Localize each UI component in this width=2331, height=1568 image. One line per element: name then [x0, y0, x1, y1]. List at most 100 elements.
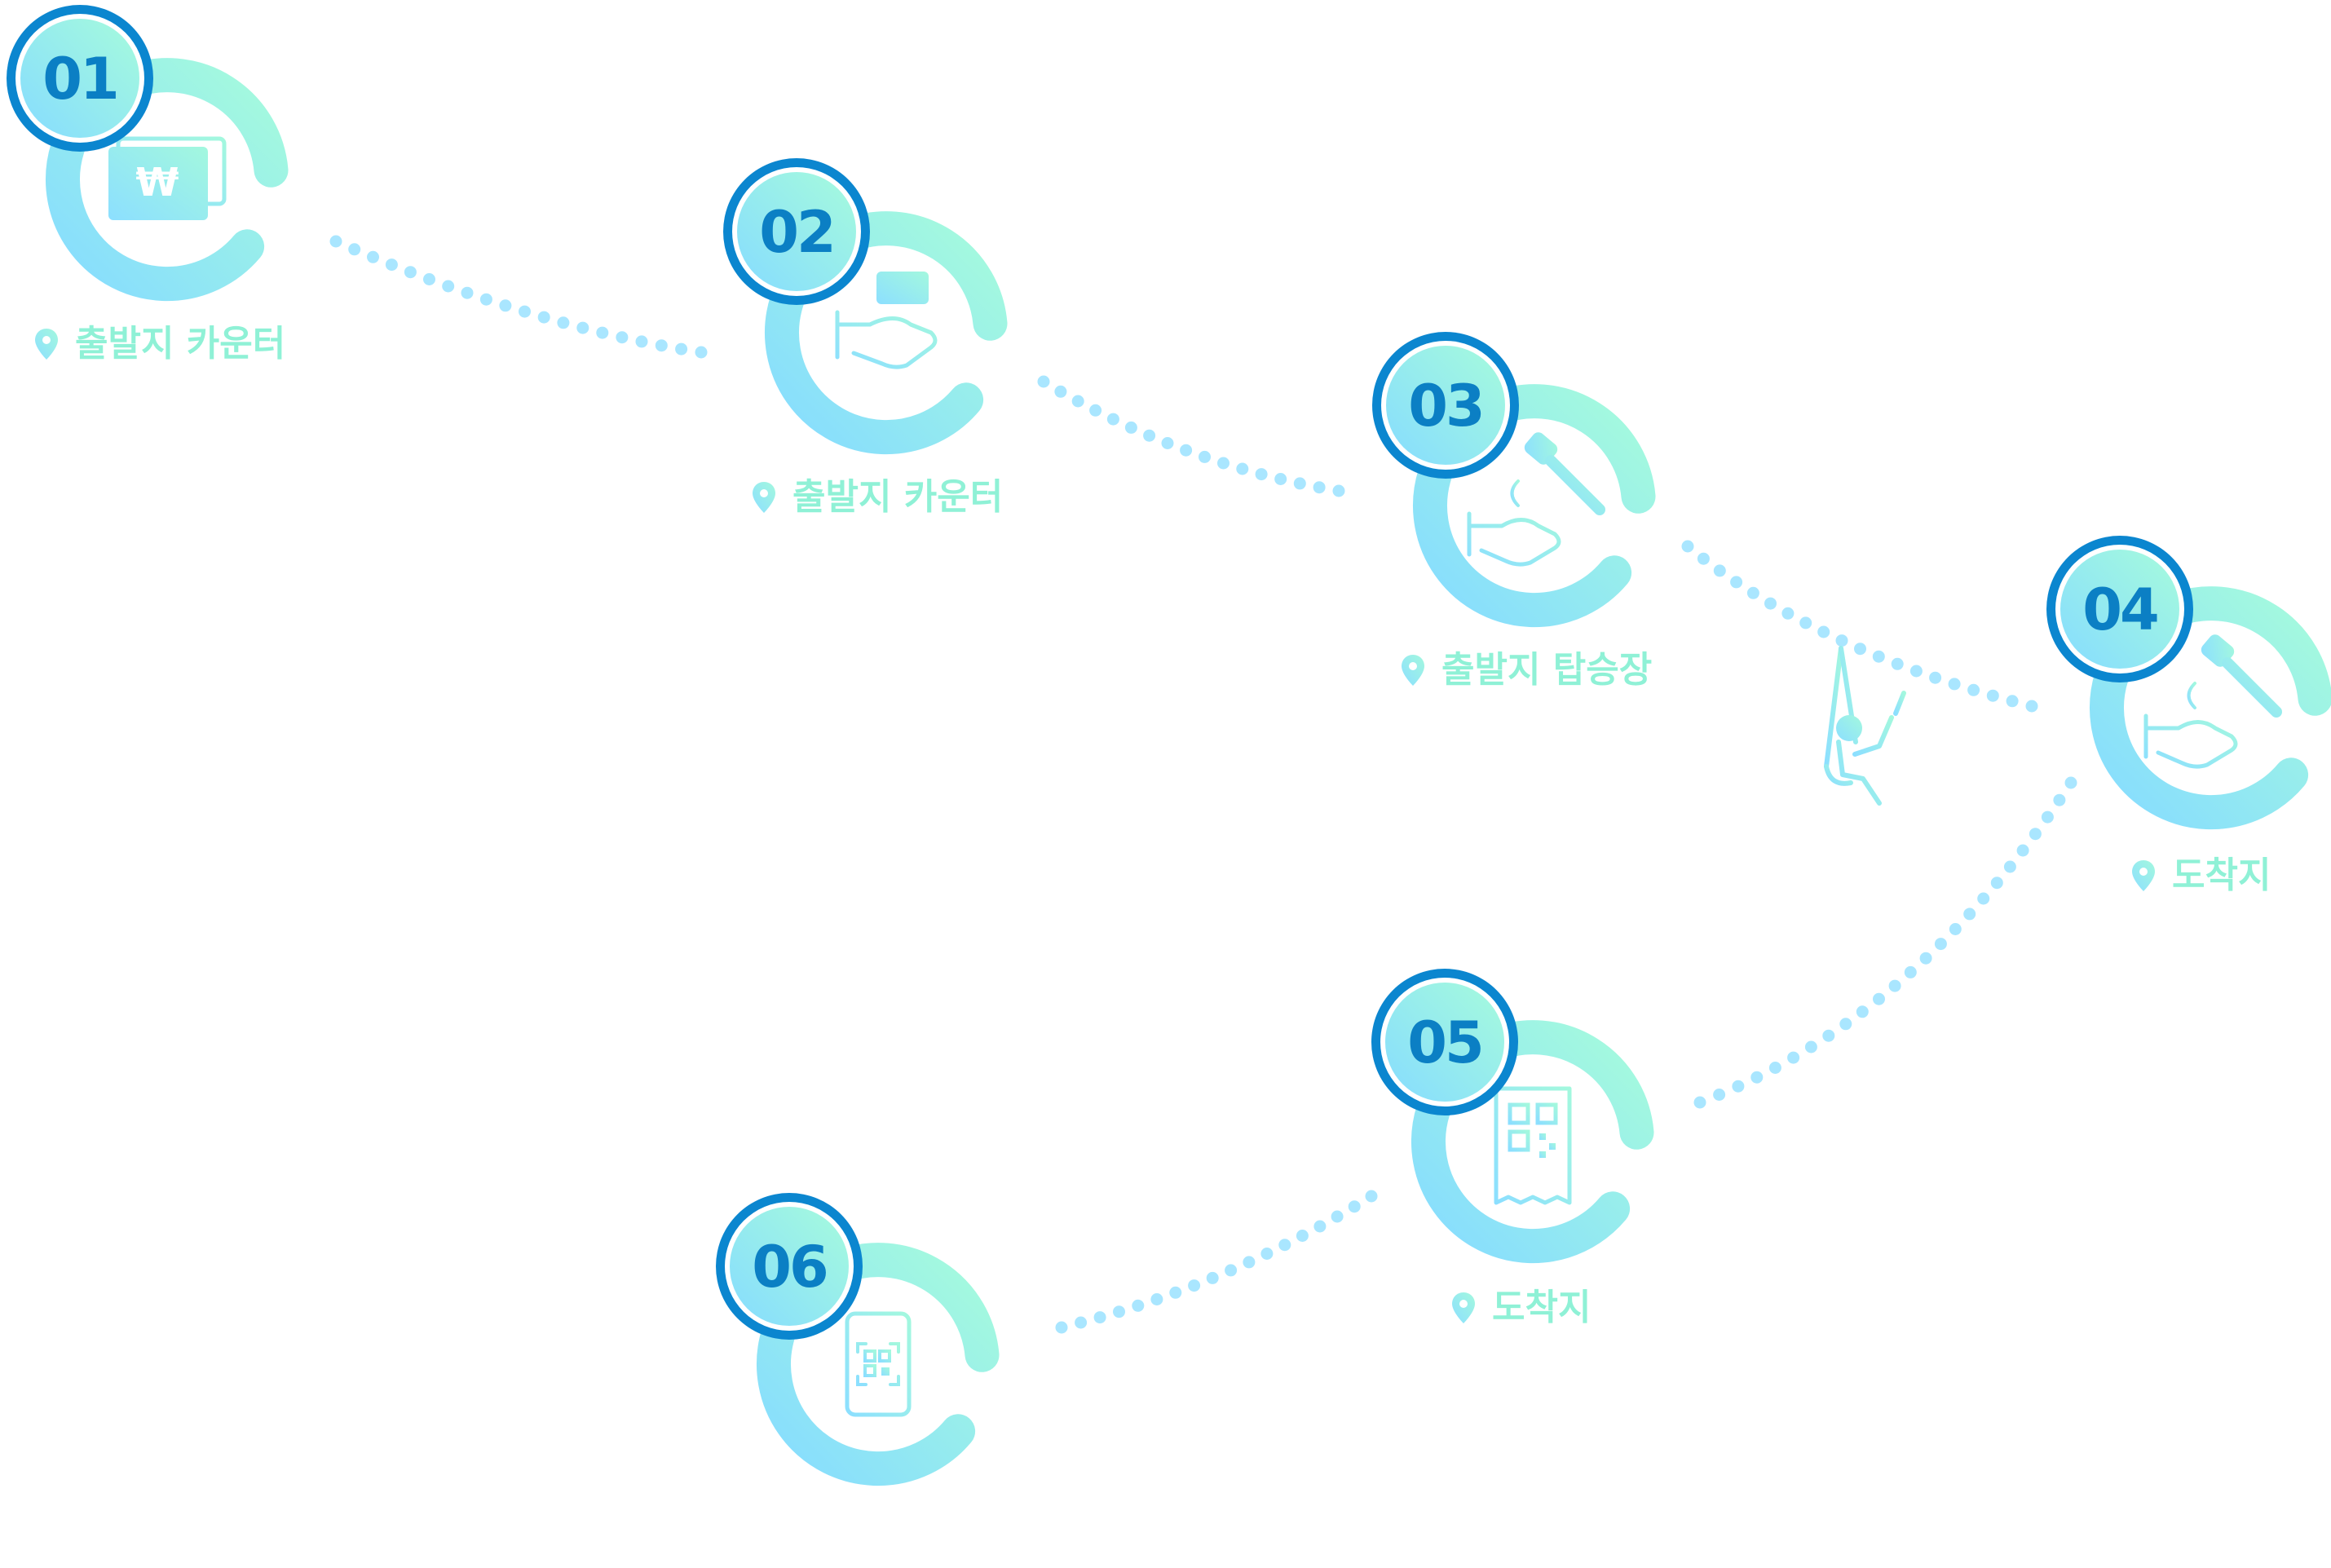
connector-path-4 [1700, 783, 2071, 1102]
qr-receipt-icon [1494, 1086, 1572, 1205]
connector-dot [1817, 625, 1830, 638]
connector-dot [1873, 992, 1885, 1005]
connector-dot [675, 342, 688, 356]
connector-dot [1681, 540, 1694, 553]
connector-dot [1713, 564, 1726, 577]
connector-dot [1764, 597, 1777, 610]
step-location-label: 출발지 카운터 [792, 476, 1003, 518]
connector-dot [1169, 1286, 1182, 1299]
connector-dot [1977, 892, 1990, 905]
step-01: ₩01 출발지 카운터 [7, 5, 289, 364]
connector-dot [479, 293, 492, 306]
connector-dot [1243, 1256, 1256, 1269]
connector-dot [1236, 462, 1249, 475]
connector-dot [461, 286, 474, 299]
zipline-rider-icon [1824, 646, 1906, 806]
connector-dot [1113, 1305, 1125, 1318]
won-card-icon: ₩ [108, 136, 227, 220]
connector-dot [1730, 576, 1743, 589]
connector-dot [1986, 689, 1999, 702]
connector-dot [1787, 1051, 1800, 1064]
connector-dot [1948, 678, 1961, 691]
connector-dot [2029, 828, 2042, 841]
connector-dot [1909, 665, 1923, 678]
connector-dot [519, 305, 531, 318]
location-pin-icon [753, 482, 775, 513]
connector-dot [1161, 437, 1174, 449]
step-number-badge: 02 [723, 158, 870, 305]
connector-dot [1967, 683, 1980, 696]
connector-dot [1919, 952, 1932, 965]
connector-dot [423, 273, 435, 285]
connector-dot [1071, 395, 1084, 408]
connectors [329, 235, 2077, 1334]
svg-text:₩: ₩ [136, 160, 179, 205]
connector-dot [2016, 844, 2029, 857]
connector-dot [1278, 1239, 1291, 1252]
connector-dot [1089, 404, 1102, 417]
step-number-badge: 01 [7, 5, 153, 152]
connector-dot [2053, 793, 2066, 806]
connector-dot [2025, 700, 2038, 713]
step-05: 05 도착지 [1371, 969, 1654, 1328]
step-location-label: 출발지 탑승장 [1441, 649, 1652, 691]
connector-dot [2064, 776, 2077, 789]
connector-dot [1055, 1321, 1068, 1334]
connector-dot [1293, 477, 1306, 490]
connector-dot [329, 235, 342, 248]
connector-dot [635, 335, 648, 348]
connector-dot [1732, 1080, 1745, 1093]
location-pin-icon [35, 329, 58, 360]
step-number-badge: 06 [716, 1193, 863, 1340]
connector-dot [1206, 1271, 1219, 1284]
hand-scanner-icon [2143, 634, 2282, 769]
connector-dot [1822, 1029, 1835, 1042]
step-number: 01 [42, 46, 117, 113]
connector-dot [1768, 1062, 1781, 1074]
connector-dot [1963, 908, 1976, 921]
connector-dot [1934, 938, 1947, 951]
connector-dot [1054, 385, 1067, 398]
step-02: 02 출발지 카운터 [723, 158, 1008, 518]
connector-dot [367, 250, 379, 263]
connector-dot [1132, 1299, 1145, 1312]
connector-path-5 [1062, 1196, 1371, 1327]
connector-dot [1781, 607, 1795, 620]
step-location: 출발지 카운터 [35, 323, 285, 364]
connector-dot [576, 321, 589, 334]
connector-dot [1093, 1311, 1106, 1324]
connector-path-3 [1688, 546, 2032, 706]
connector-dot [1124, 421, 1137, 434]
connector-dot [348, 243, 361, 256]
step-location-label: 도착지 [1492, 1287, 1591, 1328]
connector-dot [1990, 877, 2003, 890]
connector-dot [1949, 923, 1962, 935]
connector-dot [1313, 1220, 1327, 1233]
connector-dot [1904, 965, 1917, 978]
connector-dot [655, 339, 668, 352]
step-location: 출발지 탑승장 [1402, 649, 1652, 691]
connector-dot [1799, 616, 1812, 629]
step-03: 03 출발지 탑승장 [1372, 332, 1656, 691]
connector-dot [1888, 979, 1901, 992]
connector-dot [1750, 1071, 1764, 1084]
connector-dot [1839, 1018, 1852, 1031]
connector-dot [1188, 1279, 1201, 1292]
connector-dot [1106, 413, 1119, 426]
connector-dot [1037, 375, 1050, 388]
hand-scanner-icon [1467, 432, 1605, 567]
step-number: 03 [1408, 373, 1482, 439]
connector-dot [2006, 695, 2019, 708]
connector-dot [442, 280, 455, 293]
connector-dot [1872, 650, 1885, 663]
location-pin-icon [1402, 655, 1424, 686]
connector-dot [1332, 484, 1345, 497]
connector-dot [404, 266, 417, 279]
step-number-badge: 05 [1371, 969, 1518, 1115]
connector-dot [499, 299, 512, 312]
step-number: 02 [759, 199, 833, 266]
connector-dot [1713, 1089, 1726, 1101]
step-number-badge: 03 [1372, 332, 1519, 479]
